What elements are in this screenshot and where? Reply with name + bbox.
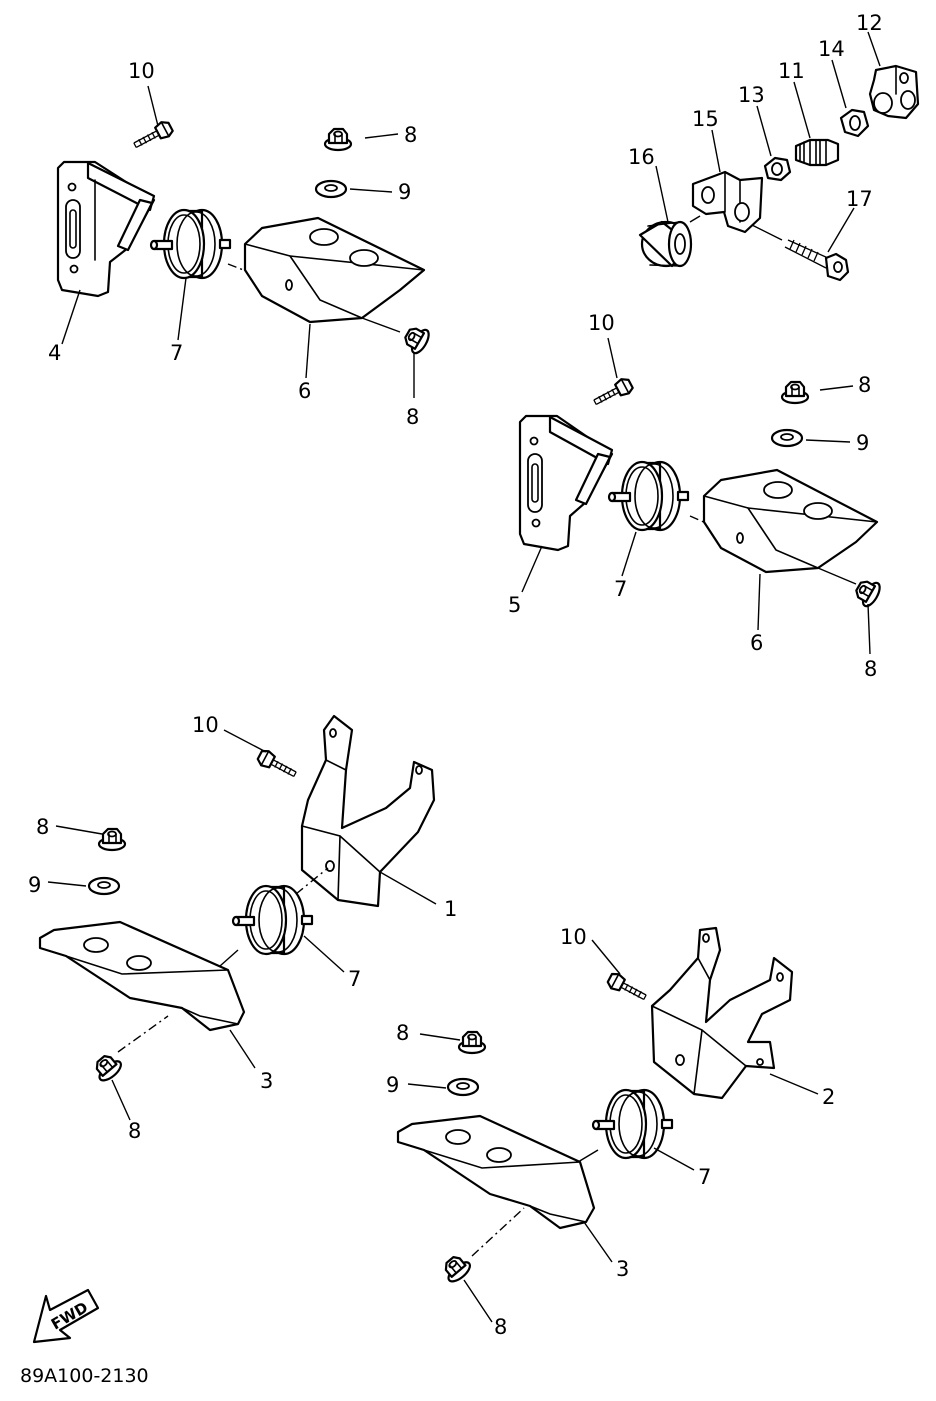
- callout-numbers: 10 8 9 4 7 6 8 12 14 11 13 15 16 17 10 8…: [28, 11, 883, 1339]
- part-3-plate-a: [38, 920, 246, 1032]
- callout-13: 13: [738, 83, 765, 107]
- part-9-washer-c: [87, 876, 121, 896]
- callout-3: 3: [616, 1257, 629, 1281]
- part-6-plate-b: [702, 468, 879, 574]
- part-16-bushing: [638, 220, 693, 268]
- part-8-nut-b: [399, 321, 434, 357]
- callout-3: 3: [260, 1069, 273, 1093]
- callout-6: 6: [298, 379, 311, 403]
- part-8-nut-e: [97, 827, 127, 852]
- fwd-arrow: FWD: [32, 1288, 100, 1344]
- part-7-rubber-mount-a: [149, 208, 232, 280]
- callout-9: 9: [398, 180, 411, 204]
- part-8-nut-c: [780, 380, 810, 405]
- diagram-code: 89A100-2130: [20, 1365, 149, 1387]
- part-4-bracket: [56, 160, 156, 298]
- callout-9: 9: [28, 873, 41, 897]
- callout-8: 8: [404, 123, 417, 147]
- part-10-bolt-c: [254, 747, 300, 783]
- callout-9: 9: [386, 1073, 399, 1097]
- callout-5: 5: [508, 593, 521, 617]
- part-7-rubber-mount-b: [607, 460, 690, 532]
- part-17-bolt: [784, 239, 850, 282]
- callout-7: 7: [614, 577, 627, 601]
- part-8-nut-a: [323, 127, 353, 152]
- front-left-mount-assembly: [56, 160, 426, 333]
- callout-10: 10: [560, 925, 587, 949]
- callout-8: 8: [128, 1119, 141, 1143]
- part-2-hanger: [650, 926, 794, 1100]
- callout-6: 6: [750, 631, 763, 655]
- callout-2: 2: [822, 1085, 835, 1109]
- part-8-nut-d: [850, 574, 885, 610]
- part-15-link-bracket: [691, 170, 764, 234]
- part-9-washer-d: [446, 1077, 480, 1097]
- part-8-nut-f: [89, 1049, 126, 1085]
- part-5-bracket: [518, 414, 614, 552]
- part-10-bolt-a: [130, 118, 176, 154]
- part-7-rubber-mount-d: [591, 1088, 674, 1160]
- part-9-washer-a: [314, 179, 348, 199]
- part-3-plate-b: [396, 1114, 596, 1230]
- part-8-nut-g: [457, 1030, 487, 1055]
- callout-17: 17: [846, 187, 873, 211]
- callout-10: 10: [128, 59, 155, 83]
- part-13-nut: [763, 156, 792, 182]
- part-1-hanger: [300, 714, 436, 908]
- callout-10: 10: [588, 311, 615, 335]
- front-right-mount-assembly: [518, 414, 879, 585]
- callout-16: 16: [628, 145, 655, 169]
- callout-8: 8: [36, 815, 49, 839]
- callout-15: 15: [692, 107, 719, 131]
- part-14-nut: [839, 108, 870, 138]
- part-6-plate-a: [243, 216, 426, 324]
- part-8-nut-h: [438, 1250, 475, 1286]
- callout-12: 12: [856, 11, 883, 35]
- callout-8: 8: [864, 657, 877, 681]
- callout-10: 10: [192, 713, 219, 737]
- callout-8: 8: [858, 373, 871, 397]
- callout-4: 4: [48, 341, 61, 365]
- callout-14: 14: [818, 37, 845, 61]
- callout-7: 7: [698, 1165, 711, 1189]
- part-12-clevis: [868, 64, 920, 120]
- rear-right-mount-assembly: [396, 926, 794, 1263]
- linkage-assembly: [638, 64, 920, 282]
- part-11-adjuster: [794, 138, 840, 167]
- part-7-rubber-mount-c: [231, 884, 314, 956]
- callout-7: 7: [170, 341, 183, 365]
- callout-8: 8: [494, 1315, 507, 1339]
- leader-lines: [47, 31, 881, 1323]
- rear-left-mount-assembly: [38, 714, 436, 1069]
- part-10-bolt-d: [604, 970, 650, 1006]
- callout-7: 7: [348, 967, 361, 991]
- callout-8: 8: [406, 405, 419, 429]
- callout-8: 8: [396, 1021, 409, 1045]
- part-9-washer-b: [770, 428, 804, 448]
- callout-9: 9: [856, 431, 869, 455]
- callout-11: 11: [778, 59, 805, 83]
- callout-1: 1: [444, 897, 457, 921]
- part-10-bolt-b: [590, 375, 636, 411]
